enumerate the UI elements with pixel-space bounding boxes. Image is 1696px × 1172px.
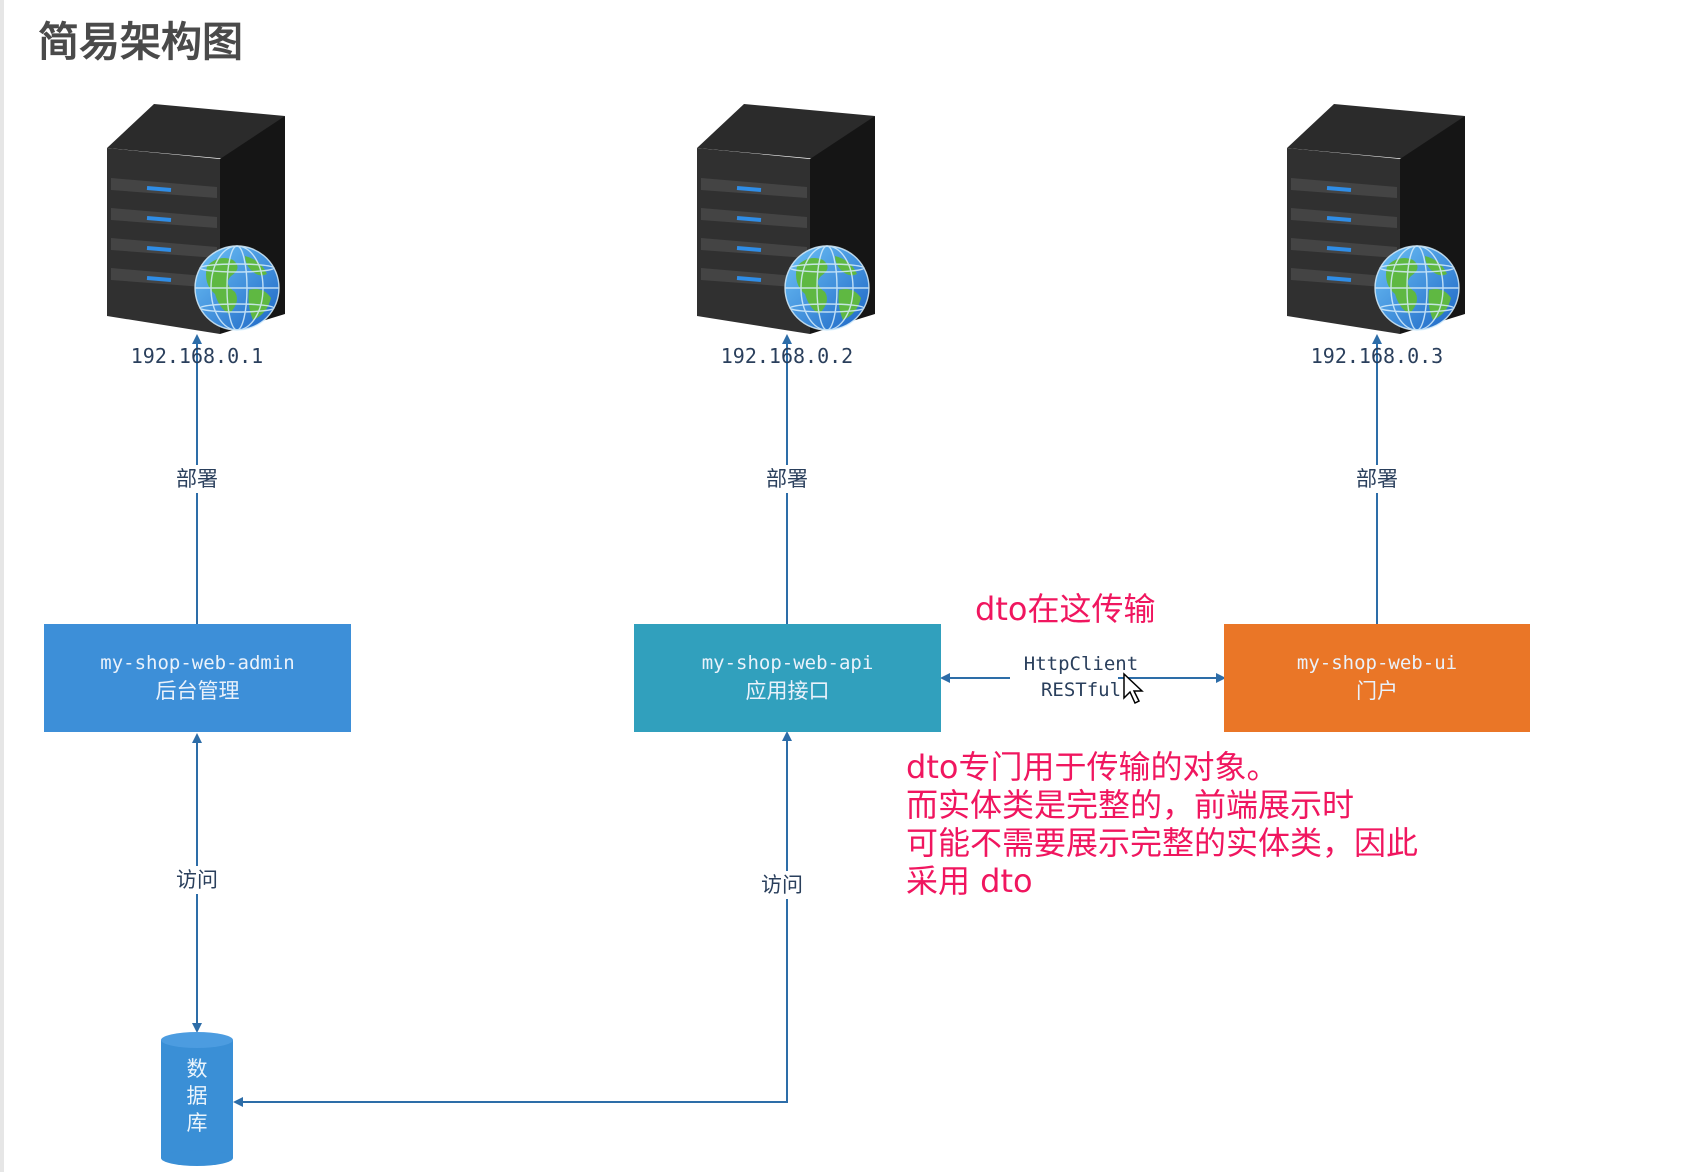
access-label-api: 访问: [742, 871, 822, 899]
cursor-icon: [1123, 672, 1144, 705]
annotation-explanation: dto专门用于传输的对象。 而实体类是完整的，前端展示时 可能不需要展示完整的实…: [906, 748, 1418, 900]
module-admin-code: my-shop-web-admin: [100, 652, 295, 674]
module-api-box: my-shop-web-api 应用接口: [634, 624, 941, 732]
server-ip-2: 192.168.0.2: [720, 344, 854, 368]
protocol-line-2: RESTful: [1040, 679, 1122, 701]
protocol-label: HttpClient RESTful: [1006, 651, 1156, 703]
globe-icon-3: [1374, 245, 1460, 331]
server-icon-2: [695, 102, 877, 336]
globe-icon-2: [784, 245, 870, 331]
database-cylinder: [161, 1032, 233, 1166]
module-ui-box: my-shop-web-ui 门户: [1224, 624, 1530, 732]
annotation-line-2: 而实体类是完整的，前端展示时: [906, 786, 1355, 824]
annotation-line-3: 可能不需要展示完整的实体类，因此: [906, 824, 1419, 862]
annotation-line-1: dto专门用于传输的对象。: [906, 748, 1279, 786]
server-ip-1: 192.168.0.1: [130, 344, 264, 368]
server-ip-3: 192.168.0.3: [1310, 344, 1444, 368]
annotation-transfer: dto在这传输: [975, 590, 1156, 628]
page-title: 简易架构图: [38, 18, 243, 66]
module-admin-name: 后台管理: [155, 679, 240, 703]
module-api-name: 应用接口: [745, 679, 830, 703]
protocol-line-1: HttpClient: [1023, 653, 1139, 675]
server-icon-1: [105, 102, 287, 336]
deploy-label-3: 部署: [1337, 465, 1417, 493]
module-ui-code: my-shop-web-ui: [1296, 652, 1458, 674]
globe-icon-1: [194, 245, 280, 331]
database-char-1: 数: [186, 1057, 208, 1081]
deploy-label-1: 部署: [157, 465, 237, 493]
deploy-label-2: 部署: [747, 465, 827, 493]
left-divider: [0, 0, 4, 1172]
annotation-line-4: 采用 dto: [906, 862, 1033, 900]
access-arrow-api-db: [233, 736, 788, 1107]
server-icon-3: [1285, 102, 1467, 336]
database-char-3: 库: [186, 1111, 208, 1135]
module-api-code: my-shop-web-api: [701, 652, 874, 674]
module-ui-name: 门户: [1356, 679, 1398, 703]
module-admin-box: my-shop-web-admin 后台管理: [44, 624, 351, 732]
access-label-admin: 访问: [157, 866, 237, 894]
database-label: 数 据 库: [167, 1056, 227, 1137]
database-char-2: 据: [186, 1084, 208, 1108]
